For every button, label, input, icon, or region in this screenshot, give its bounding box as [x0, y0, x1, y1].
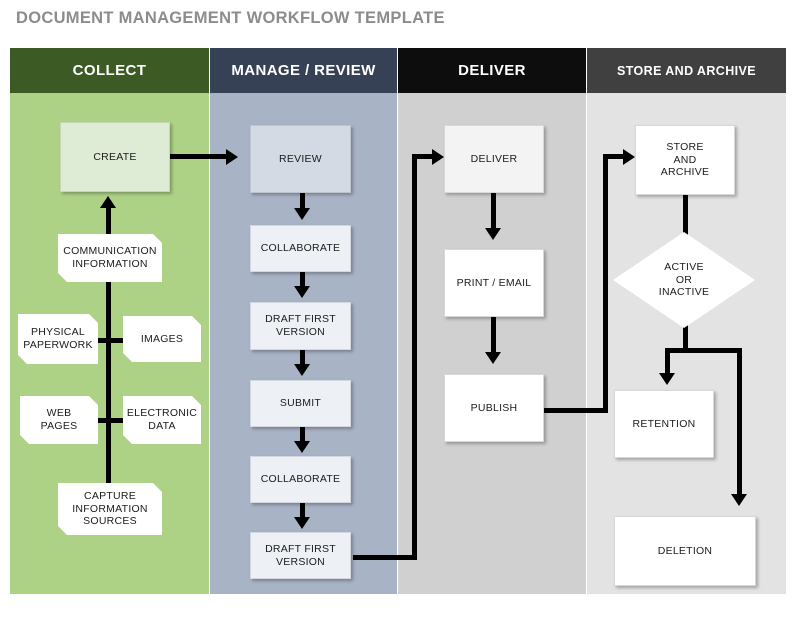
arrow-create-to-review: [226, 148, 238, 165]
node-communication-information-label: COMMUNICATION INFORMATION: [63, 245, 157, 270]
node-review[interactable]: REVIEW: [250, 125, 351, 193]
node-deliver-label: DELIVER: [470, 152, 518, 165]
connector-submit-to-collaborate-2: [300, 427, 305, 444]
connector-store-to-decision: [683, 193, 688, 237]
arrow-submit-to-collaborate-2: [294, 441, 310, 453]
node-deletion[interactable]: DELETION: [614, 516, 756, 586]
column-header-store-and-archive-label: STORE AND ARCHIVE: [617, 63, 756, 78]
node-electronic-data[interactable]: ELECTRONIC DATA: [123, 396, 201, 444]
node-images-label: IMAGES: [140, 332, 184, 345]
node-deliver[interactable]: DELIVER: [444, 125, 544, 193]
column-header-deliver: DELIVER: [398, 48, 586, 93]
node-draft-first-version-2-label: DRAFT FIRST VERSION: [265, 542, 336, 568]
connector-sources-row-1: [58, 338, 158, 343]
node-draft-first-version-1-label: DRAFT FIRST VERSION: [265, 313, 336, 338]
connector-capture-to-communication: [106, 280, 111, 488]
connector-decision-stem: [683, 313, 688, 349]
node-retention[interactable]: RETENTION: [614, 390, 714, 458]
node-create[interactable]: CREATE: [60, 122, 170, 192]
node-web-pages[interactable]: WEB PAGES: [20, 396, 98, 444]
connector-collaborate-2-to-draft-2: [300, 503, 305, 520]
arrow-decision-to-deletion: [731, 494, 747, 506]
node-active-or-inactive-label: ACTIVE OR INACTIVE: [658, 260, 710, 299]
node-electronic-data-label: ELECTRONIC DATA: [126, 407, 198, 432]
connector-publish-to-store-entry: [603, 154, 626, 159]
node-store-and-archive-label: STORE AND ARCHIVE: [660, 140, 710, 179]
node-web-pages-label: WEB PAGES: [40, 407, 78, 432]
node-submit-label: SUBMIT: [279, 397, 322, 410]
node-submit[interactable]: SUBMIT: [250, 380, 351, 427]
connector-sources-row-2: [58, 418, 158, 423]
node-review-label: REVIEW: [279, 152, 322, 165]
connector-review-to-collaborate-1: [300, 192, 305, 211]
column-header-manage-review: MANAGE / REVIEW: [210, 48, 397, 93]
connector-communication-to-create: [106, 200, 111, 238]
node-capture-information-sources-label: CAPTURE INFORMATION SOURCES: [72, 489, 148, 528]
connector-decision-split: [665, 348, 742, 353]
node-collaborate-1[interactable]: COLLABORATE: [250, 225, 351, 272]
connector-publish-to-store-horizontal: [541, 408, 608, 413]
column-header-collect: COLLECT: [10, 48, 209, 93]
arrow-deliver-to-print-email: [485, 228, 501, 240]
node-store-and-archive[interactable]: STORE AND ARCHIVE: [635, 125, 735, 195]
arrow-draft-2-to-deliver: [432, 148, 444, 165]
node-capture-information-sources[interactable]: CAPTURE INFORMATION SOURCES: [58, 483, 162, 535]
arrow-print-email-to-publish: [485, 352, 501, 364]
connector-draft-2-to-deliver-vertical: [412, 154, 417, 560]
column-header-collect-label: COLLECT: [72, 62, 147, 79]
connector-decision-to-retention: [665, 348, 670, 376]
column-header-manage-review-label: MANAGE / REVIEW: [231, 62, 376, 79]
node-create-label: CREATE: [93, 150, 137, 163]
connector-publish-to-store-vertical: [603, 154, 608, 413]
node-draft-first-version-1[interactable]: DRAFT FIRST VERSION: [250, 302, 351, 350]
node-publish-label: PUBLISH: [470, 401, 518, 414]
node-physical-paperwork-label: PHYSICAL PAPERWORK: [23, 326, 93, 351]
arrow-review-to-collaborate-1: [294, 208, 310, 220]
column-header-deliver-label: DELIVER: [458, 62, 526, 79]
arrow-collaborate-1-to-draft-1: [294, 286, 310, 298]
arrow-decision-to-retention: [659, 373, 675, 385]
node-print-email-label: PRINT / EMAIL: [456, 276, 532, 289]
node-images[interactable]: IMAGES: [123, 316, 201, 362]
connector-draft-2-to-deliver-horizontal: [353, 555, 417, 560]
arrow-draft-1-to-submit: [294, 364, 310, 376]
node-collaborate-2[interactable]: COLLABORATE: [250, 456, 351, 503]
node-deletion-label: DELETION: [657, 544, 713, 557]
node-draft-first-version-2[interactable]: DRAFT FIRST VERSION: [250, 532, 351, 579]
connector-decision-to-deletion: [737, 348, 742, 497]
connector-collaborate-1-to-draft-1: [300, 272, 305, 289]
node-communication-information[interactable]: COMMUNICATION INFORMATION: [58, 234, 162, 282]
node-print-email[interactable]: PRINT / EMAIL: [444, 249, 544, 317]
page-title: DOCUMENT MANAGEMENT WORKFLOW TEMPLATE: [16, 9, 445, 27]
connector-print-email-to-publish: [491, 317, 496, 355]
column-header-store-and-archive: STORE AND ARCHIVE: [587, 48, 786, 93]
connector-draft-2-to-deliver-entry: [412, 154, 435, 159]
node-collaborate-1-label: COLLABORATE: [260, 242, 341, 255]
node-collaborate-2-label: COLLABORATE: [260, 473, 341, 486]
node-retention-label: RETENTION: [632, 417, 696, 430]
connector-deliver-to-print-email: [491, 193, 496, 231]
arrow-communication-to-create: [100, 196, 116, 208]
node-publish[interactable]: PUBLISH: [444, 374, 544, 442]
arrow-collaborate-2-to-draft-2: [294, 517, 310, 529]
arrow-publish-to-store: [623, 148, 635, 165]
node-physical-paperwork[interactable]: PHYSICAL PAPERWORK: [18, 314, 98, 364]
connector-create-to-review: [170, 154, 227, 159]
connector-draft-1-to-submit: [300, 350, 305, 367]
